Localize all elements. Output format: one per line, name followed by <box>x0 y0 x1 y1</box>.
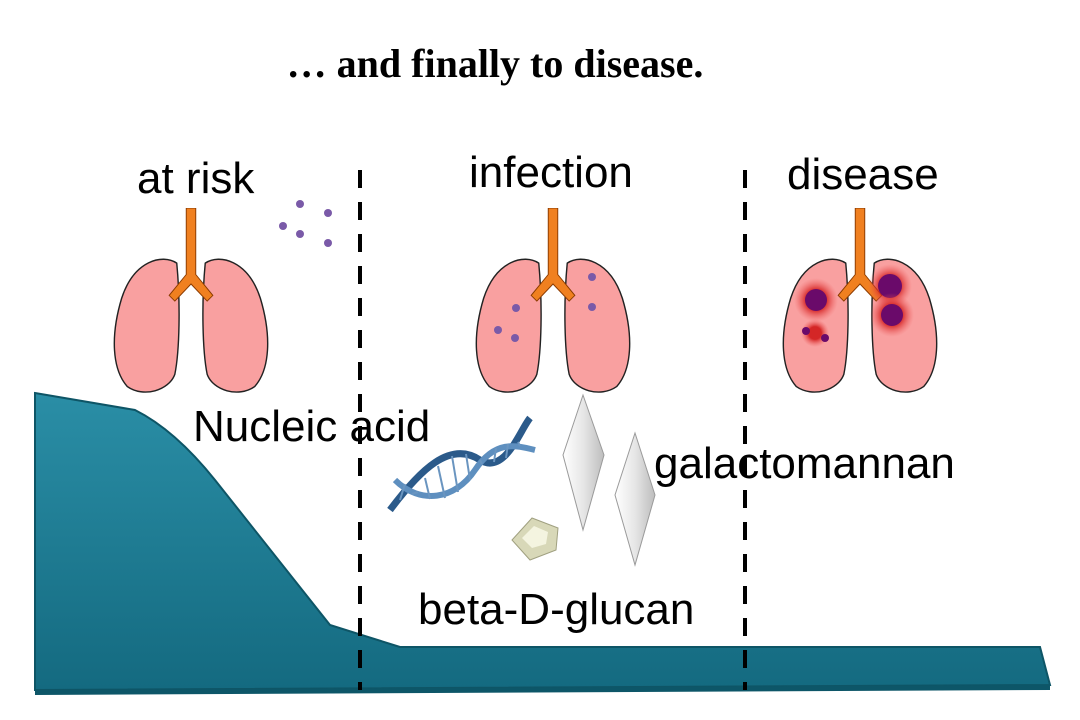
stage-label-infection: infection <box>469 148 633 197</box>
lungs-infection <box>475 208 631 393</box>
stage-label-at-risk: at risk <box>137 154 255 203</box>
risk-curve <box>34 391 1052 692</box>
slide-title: … and finally to disease. <box>286 41 704 86</box>
spores-airborne <box>279 200 332 247</box>
beta-d-glucan-pentagon-icon <box>511 517 559 561</box>
biomarker-label-galactomannan: galactomannan <box>654 439 955 488</box>
spores-in-lungs <box>494 273 596 342</box>
dna-helix-icon <box>387 415 536 513</box>
biomarker-label-beta-d-glucan: beta-D-glucan <box>418 585 695 634</box>
galactomannan-crystal-icons <box>562 393 656 567</box>
lesions <box>794 264 914 347</box>
stage-label-disease: disease <box>787 150 939 199</box>
lungs-at-risk <box>113 208 269 393</box>
biomarker-label-nucleic-acid: Nucleic acid <box>193 402 431 451</box>
